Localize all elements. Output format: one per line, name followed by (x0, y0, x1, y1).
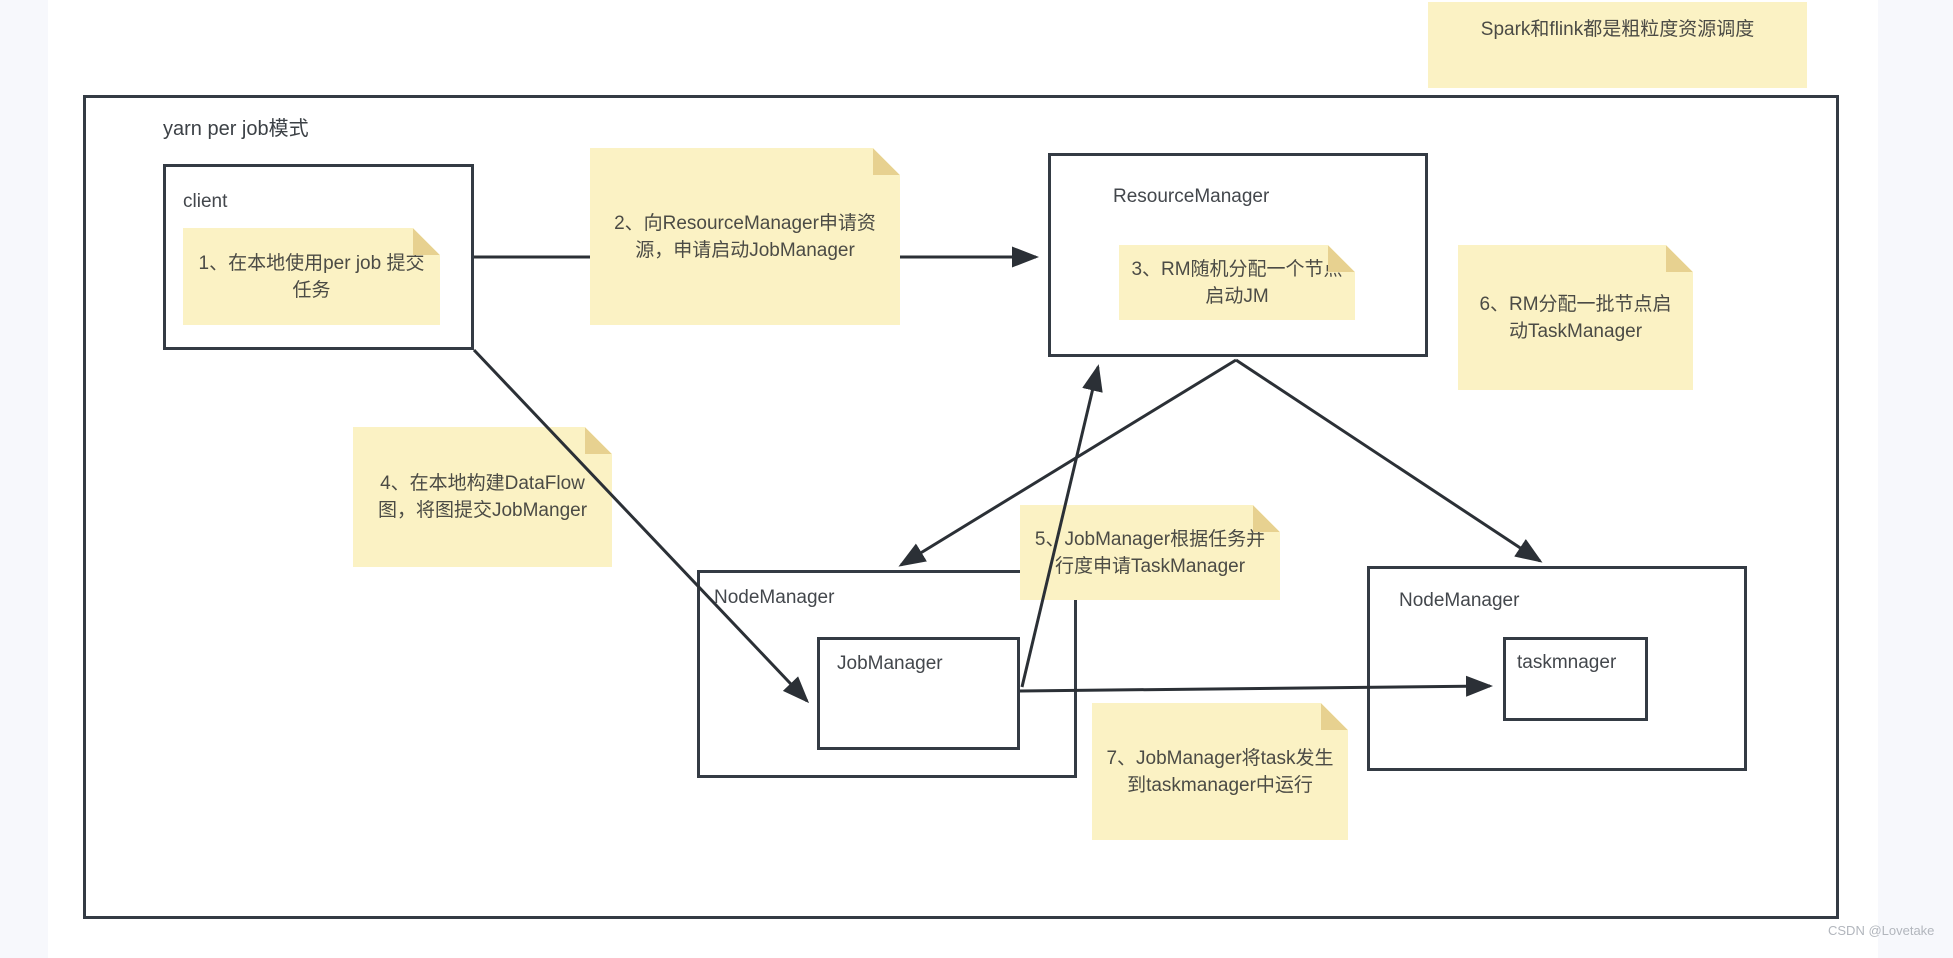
nodemanager-right-box: NodeManager (1367, 566, 1747, 771)
sticky-note-1: 1、在本地使用per job 提交任务 (183, 228, 440, 325)
nodemanager-right-box-label: NodeManager (1399, 590, 1520, 611)
jobmanager-box-label: JobManager (837, 653, 943, 674)
page-right-strip (1878, 0, 1953, 958)
sticky-note-6: 6、RM分配一批节点启动TaskManager (1458, 245, 1693, 390)
sticky-note-spark-flink: Spark和flink都是粗粒度资源调度 (1428, 2, 1807, 88)
nodemanager-left-box-label: NodeManager (714, 587, 835, 608)
diagram-title: yarn per job模式 (163, 118, 309, 140)
jobmanager-box: JobManager (817, 637, 1020, 750)
sticky-note-4: 4、在本地构建DataFlow图，将图提交JobManger (353, 427, 612, 567)
taskmanager-box-label: taskmnager (1517, 652, 1617, 673)
page-left-strip (0, 0, 48, 958)
resourcemanager-box-label: ResourceManager (1113, 186, 1270, 207)
sticky-note-7: 7、JobManager将task发生到taskmanager中运行 (1092, 703, 1348, 840)
sticky-note-2: 2、向ResourceManager申请资源，申请启动JobManager (590, 148, 900, 325)
diagram-frame (83, 95, 1839, 919)
csdn-watermark: CSDN @Lovetake (1828, 923, 1935, 938)
taskmanager-box: taskmnager (1503, 637, 1648, 721)
sticky-note-5: 5、JobManager根据任务并行度申请TaskManager (1020, 505, 1280, 600)
client-box-label: client (183, 191, 228, 212)
sticky-note-3: 3、RM随机分配一个节点启动JM (1119, 245, 1355, 320)
